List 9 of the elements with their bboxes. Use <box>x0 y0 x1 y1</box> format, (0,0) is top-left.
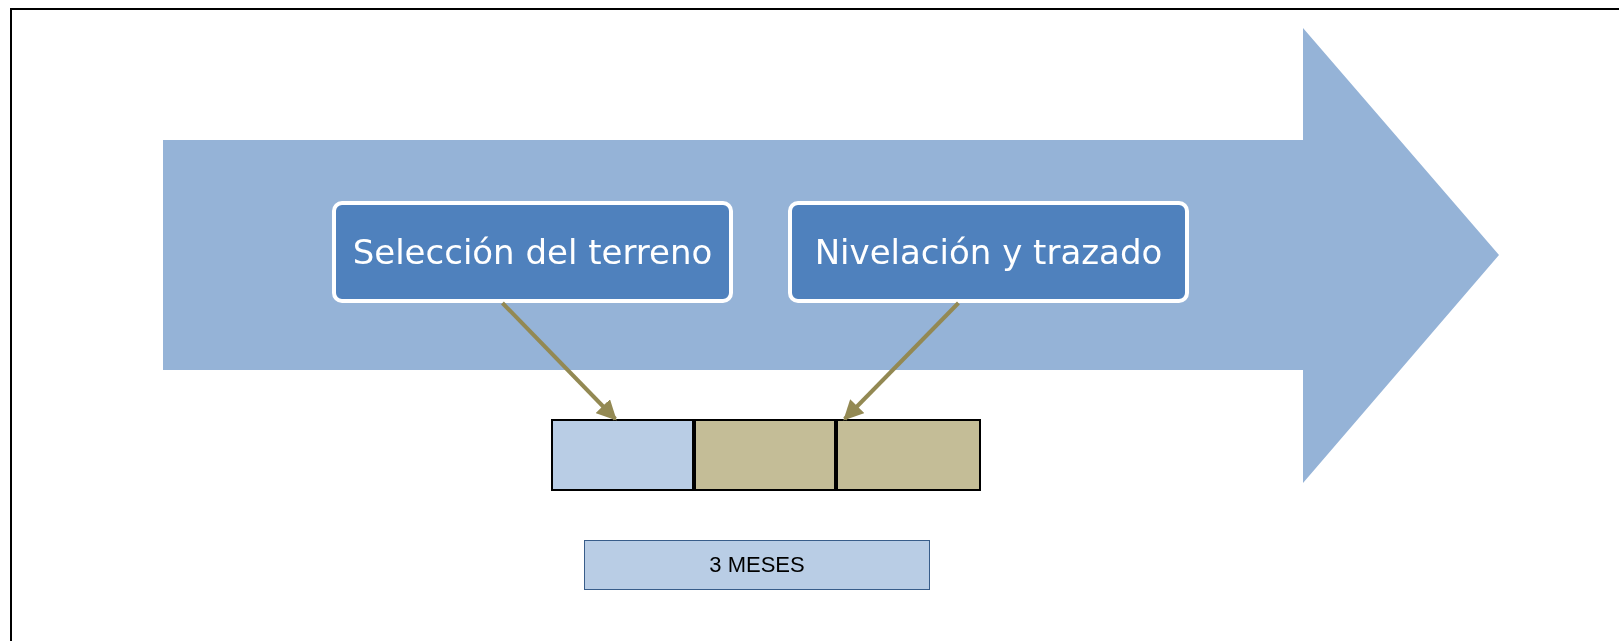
duration-box: 3 MESES <box>584 540 930 590</box>
timeline-arrow <box>163 28 1499 483</box>
process-box: Selección del terreno <box>332 201 733 303</box>
process-box: Nivelación y trazado <box>788 201 1189 303</box>
timeline-cell <box>551 419 694 491</box>
timeline-cell <box>836 419 981 491</box>
timeline-cell <box>694 419 836 491</box>
arrow <box>501 301 617 421</box>
arrow <box>843 301 960 421</box>
